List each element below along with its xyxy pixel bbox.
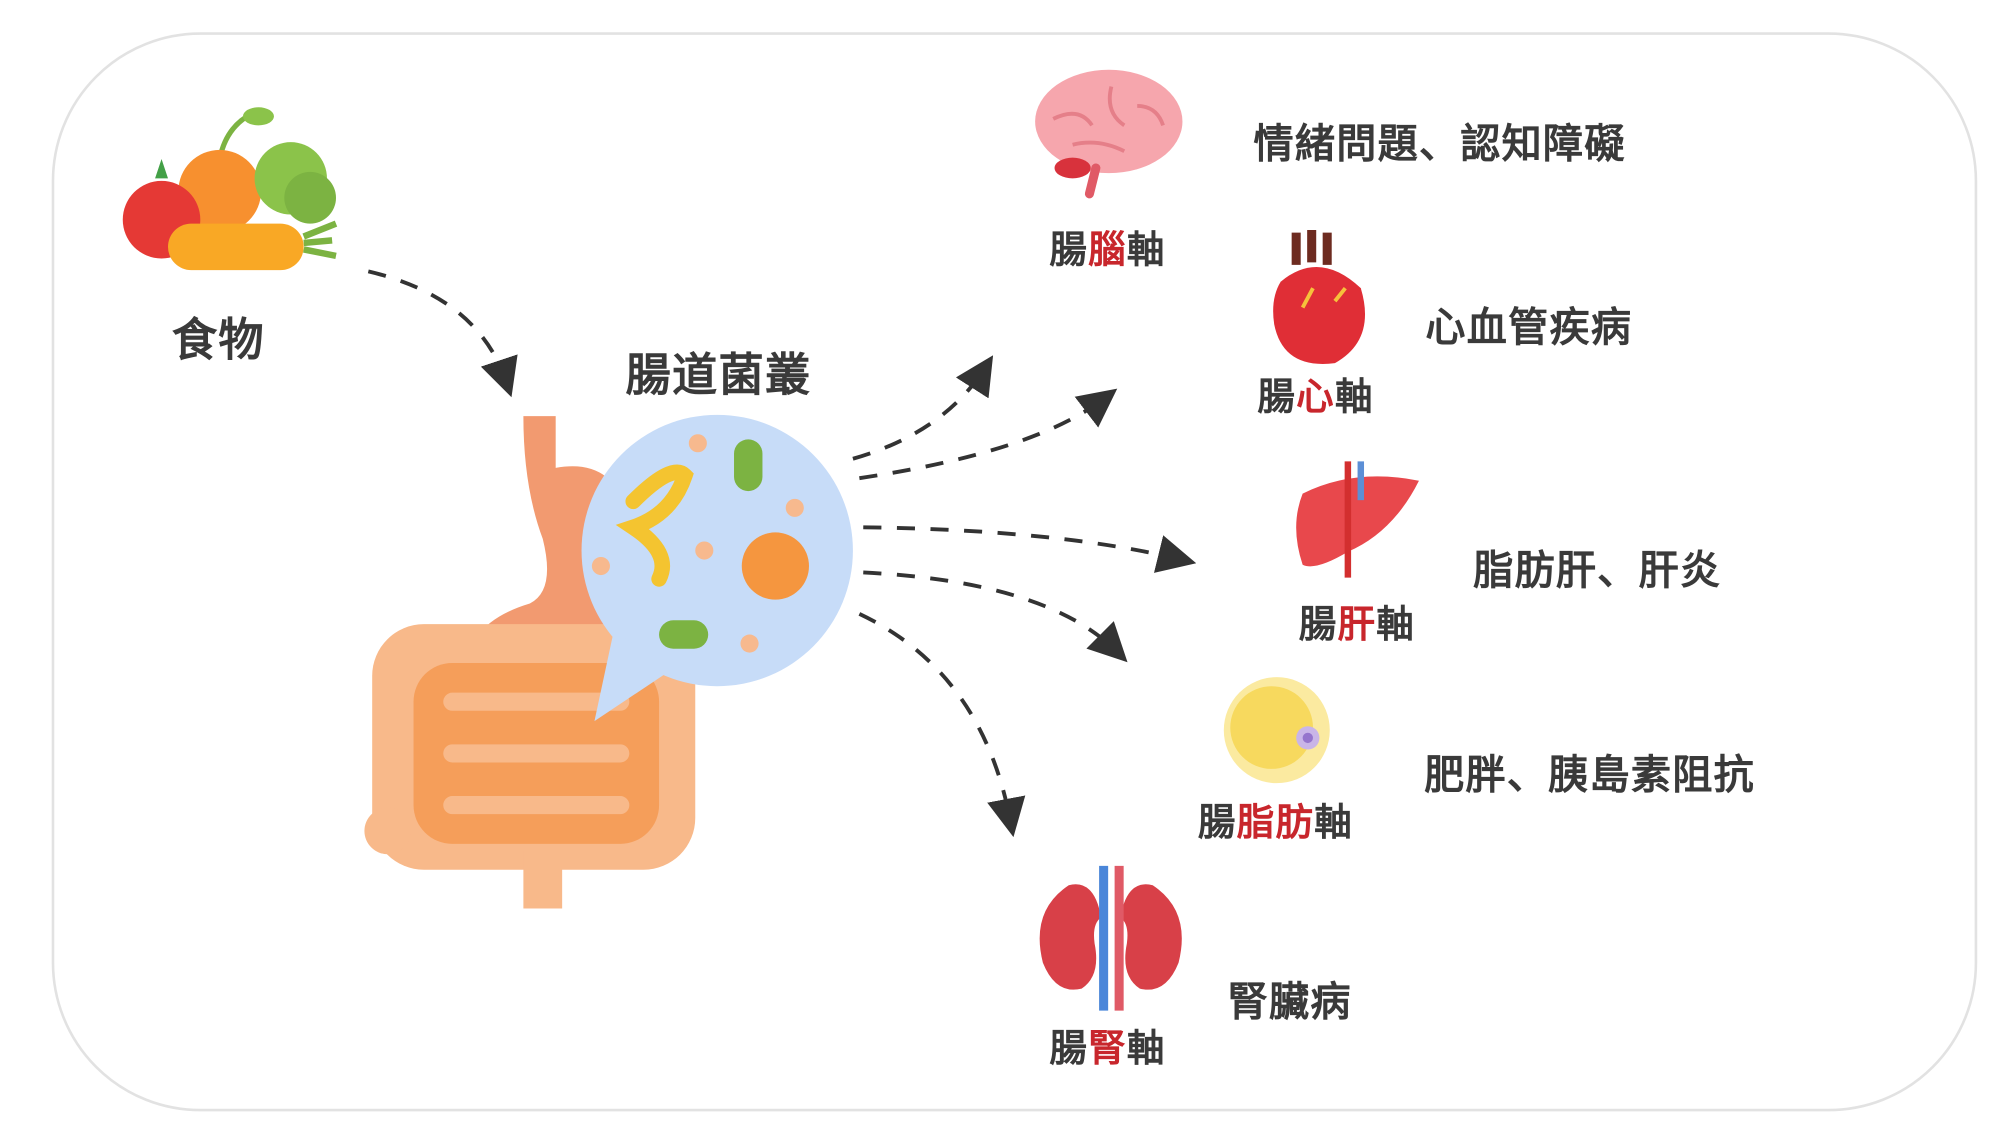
arrow-to-liver <box>863 525 1197 573</box>
fat-cell-icon <box>1223 677 1330 784</box>
heart-icon <box>1273 230 1366 364</box>
arrow-to-heart <box>859 388 1118 481</box>
vegetables-icon <box>122 107 338 271</box>
gut-liver-axis-label: 腸肝軸 <box>1298 602 1416 647</box>
liver-icon <box>1296 461 1419 578</box>
arrow-to-fat <box>863 570 1128 663</box>
gut-heart-axis-label: 腸心軸 <box>1257 374 1374 419</box>
arrow-food-to-gut <box>367 269 518 398</box>
liver-condition: 脂肪肝、肝炎 <box>1473 547 1722 595</box>
brain-condition: 情緒問題、認知障礙 <box>1253 121 1626 168</box>
fat-condition: 肥胖、胰島素阻抗 <box>1424 752 1755 799</box>
kidney-icon <box>1039 865 1182 1011</box>
microbiota-label: 腸道菌叢 <box>625 350 812 402</box>
diagram-frame <box>51 32 1978 1112</box>
gut-brain-axis-label: 腸腦軸 <box>1049 227 1166 272</box>
brain-icon <box>1035 69 1183 199</box>
arrow-to-brain <box>852 355 994 461</box>
arrow-to-kidney <box>858 612 1026 838</box>
kidney-condition: 腎臟病 <box>1227 979 1352 1027</box>
heart-condition: 心血管疾病 <box>1425 304 1633 352</box>
food-label: 食物 <box>171 315 265 368</box>
gut-kidney-axis-label: 腸腎軸 <box>1049 1026 1166 1071</box>
gut-fat-axis-label: 腸脂肪軸 <box>1197 799 1354 844</box>
digestive-system-icon <box>364 414 853 909</box>
